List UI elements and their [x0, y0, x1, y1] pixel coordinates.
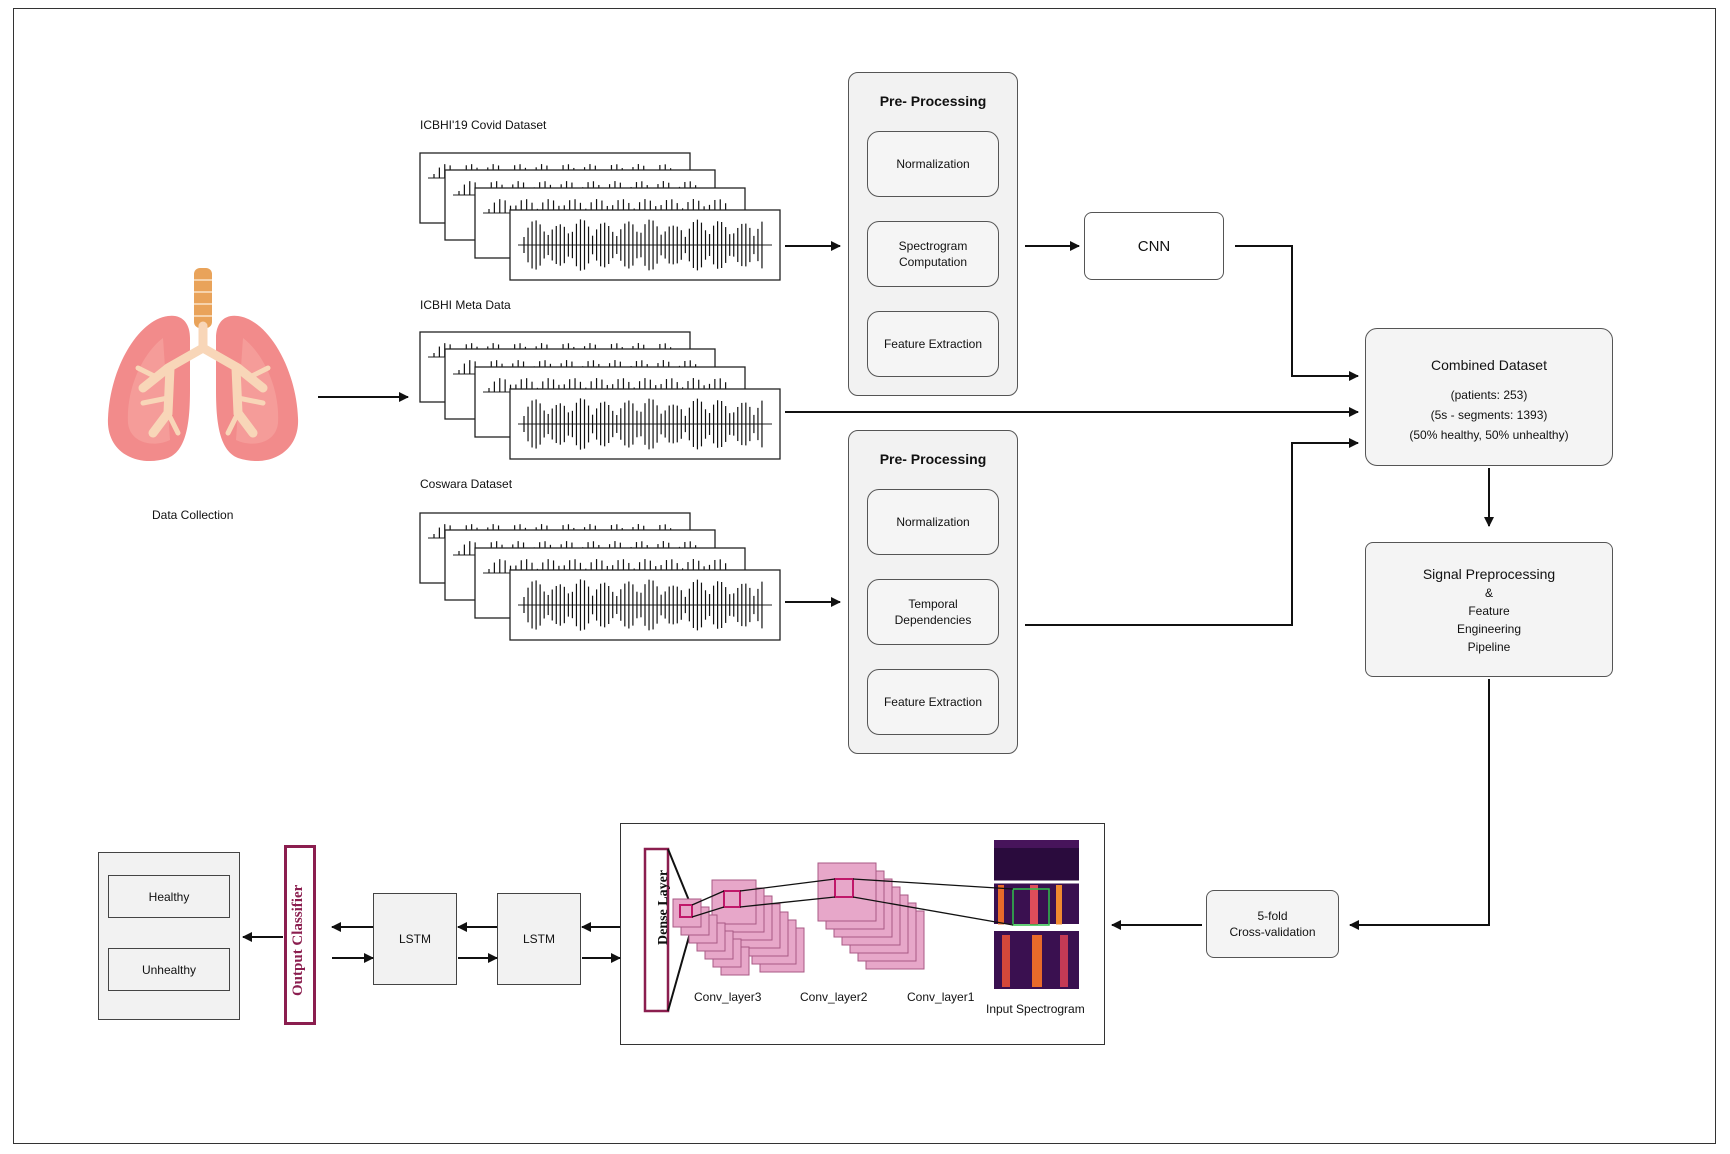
combined-dataset-balance: (50% healthy, 50% unhealthy)	[1409, 428, 1569, 442]
feature-extraction-step: Feature Extraction	[867, 669, 999, 735]
cross-validation-line: Cross-validation	[1229, 925, 1316, 939]
cnn-box: CNN	[1084, 212, 1224, 280]
arrow-pipeline-to-crossval	[1349, 679, 1490, 930]
cross-validation-box: 5-fold Cross-validation	[1206, 890, 1339, 958]
data-collection-label: Data Collection	[152, 508, 234, 522]
temporal-dependencies-step: Temporal Dependencies	[867, 579, 999, 645]
arrow-cnn-to-combined	[1235, 245, 1359, 381]
normalization-step: Normalization	[867, 489, 999, 555]
conv-layer3-stack	[672, 898, 750, 976]
waveform-icon	[509, 569, 781, 641]
cross-validation-line: 5-fold	[1257, 909, 1288, 923]
waveform-stack-coswara	[419, 512, 781, 641]
signal-pipeline-box: Signal Preprocessing & Feature Engineeri…	[1365, 542, 1613, 677]
receptive-field-lines	[679, 878, 1014, 926]
signal-pipeline-line: Engineering	[1456, 621, 1522, 636]
combined-dataset-segments: (5s - segments: 1393)	[1430, 408, 1548, 422]
conv-layer2-stack	[711, 879, 805, 973]
conv-layer3-label: Conv_layer3	[694, 990, 762, 1004]
waveform-stack-icbhi-meta	[419, 331, 781, 460]
lstm-box-2: LSTM	[373, 893, 457, 985]
combined-dataset-box: Combined Dataset (patients: 253) (5s - s…	[1365, 328, 1613, 466]
healthy-output: Healthy	[108, 875, 230, 918]
waveform-icon	[509, 209, 781, 281]
normalization-step: Normalization	[867, 131, 999, 197]
signal-pipeline-line: Feature	[1468, 603, 1510, 618]
waveform-icon	[509, 388, 781, 460]
combined-dataset-patients: (patients: 253)	[1450, 388, 1528, 402]
conv-layer2-label: Conv_layer2	[800, 990, 868, 1004]
signal-pipeline-line: Signal Preprocessing	[1422, 565, 1556, 582]
unhealthy-output: Unhealthy	[108, 948, 230, 991]
feature-extraction-step: Feature Extraction	[867, 311, 999, 377]
spectrogram-computation-step: Spectrogram Computation	[867, 221, 999, 287]
lungs-icon	[107, 268, 299, 462]
arrow-preprocessing-to-combined	[1025, 438, 1359, 626]
lstm-box-1: LSTM	[497, 893, 581, 985]
dataset-label-coswara: Coswara Dataset	[420, 477, 513, 491]
preprocessing-top-title: Pre- Processing	[879, 93, 987, 109]
preprocessing-panel-bottom: Pre- Processing Normalization Temporal D…	[848, 430, 1018, 754]
signal-pipeline-line: &	[1484, 585, 1493, 600]
output-classifier-box	[284, 845, 316, 1025]
cnn-architecture-drawing	[643, 840, 1079, 1013]
combined-dataset-title: Combined Dataset	[1431, 357, 1547, 373]
dataset-label-icbhi-meta: ICBHI Meta Data	[420, 298, 511, 312]
conv-layer1-label: Conv_layer1	[907, 990, 975, 1004]
dataset-label-icbhi-covid: ICBHI'19 Covid Dataset	[420, 118, 547, 132]
input-spectrogram-label: Input Spectrogram	[986, 1002, 1085, 1016]
preprocessing-bottom-title: Pre- Processing	[879, 451, 987, 467]
diagram-frame	[13, 8, 1716, 1144]
preprocessing-panel-top: Pre- Processing Normalization Spectrogra…	[848, 72, 1018, 396]
signal-pipeline-line: Pipeline	[1467, 639, 1511, 654]
waveform-stack-icbhi-covid	[419, 152, 781, 281]
